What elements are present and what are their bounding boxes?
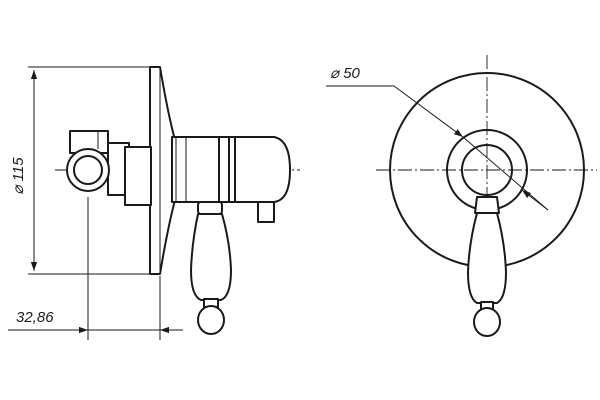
inlet-bore xyxy=(73,155,103,185)
front-lever-handle xyxy=(467,212,507,304)
lever-handle xyxy=(190,213,232,301)
diameter-arrow-lower xyxy=(521,189,549,211)
side-view xyxy=(55,66,300,335)
front-view xyxy=(376,55,597,337)
depth-dimension-label: 32,86 xyxy=(16,309,54,326)
depth-dimension: 32,86 xyxy=(8,197,183,340)
cartridge-body xyxy=(171,136,291,203)
diameter-leader-diagonal xyxy=(393,85,464,138)
rear-body xyxy=(124,146,152,206)
lever-knob xyxy=(197,305,225,335)
diameter-dimension-line xyxy=(462,136,549,211)
diameter-dimension: ⌀ 50 xyxy=(326,65,549,211)
front-lever-knob xyxy=(473,307,501,337)
height-dimension: ⌀ 115 xyxy=(10,66,152,275)
lever-stem xyxy=(197,201,223,215)
hub-inner-ring xyxy=(461,144,513,196)
height-dimension-label: ⌀ 115 xyxy=(10,157,27,195)
bottom-stub xyxy=(257,201,275,223)
front-lever-stem xyxy=(474,196,500,214)
diameter-dimension-label: ⌀ 50 xyxy=(330,65,361,82)
